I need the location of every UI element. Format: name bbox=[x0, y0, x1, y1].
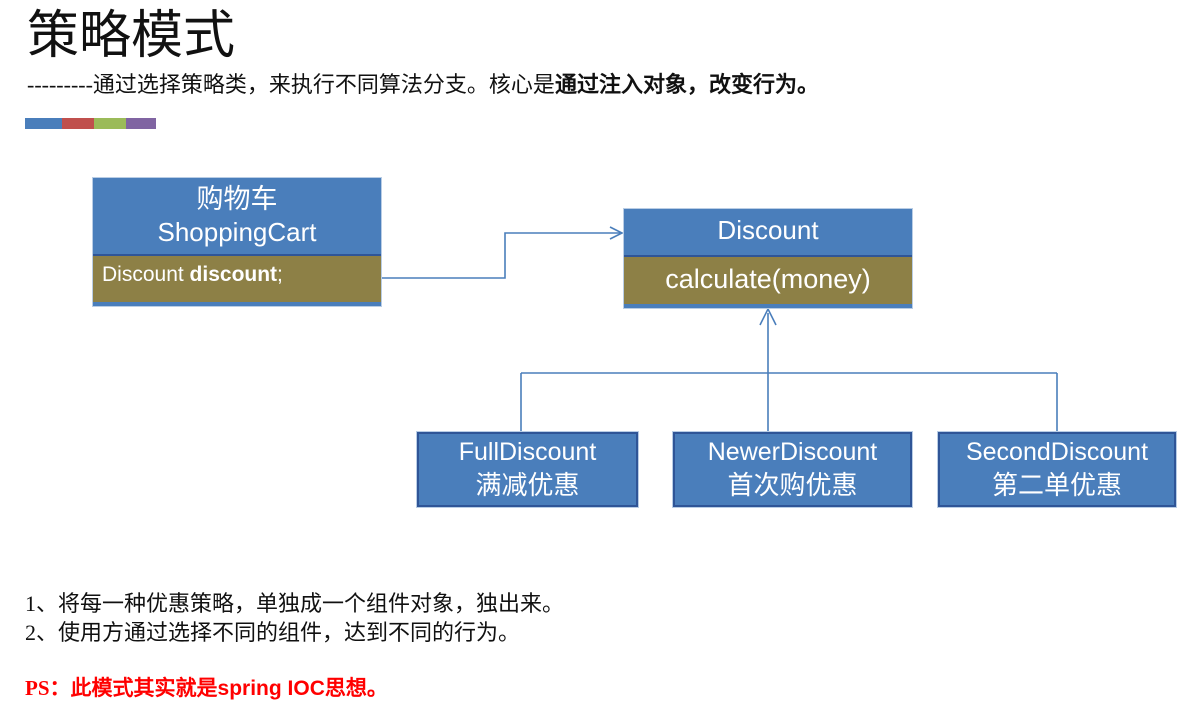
uml-box-newerdiscount[interactable]: NewerDiscount 首次购优惠 bbox=[673, 432, 912, 507]
note-ps-prefix: PS：此模式其实就是 bbox=[25, 676, 218, 700]
uml-box-shoppingcart-header: 购物车 ShoppingCart bbox=[93, 178, 381, 254]
accent-segment-green bbox=[94, 118, 126, 129]
uml-box-seconddiscount-title-cn: 第二单优惠 bbox=[991, 471, 1122, 500]
field-semicolon: ; bbox=[277, 263, 283, 286]
note-ps-suffix: 思想。 bbox=[324, 676, 388, 700]
uml-box-fulldiscount[interactable]: FullDiscount 满减优惠 bbox=[417, 432, 638, 507]
uml-box-discount[interactable]: Discount calculate(money) bbox=[624, 209, 912, 308]
accent-color-bar bbox=[25, 118, 156, 129]
uml-box-shoppingcart-field: Discount discount; bbox=[93, 254, 381, 302]
page-subtitle: ---------通过选择策略类，来执行不同算法分支。核心是通过注入对象，改变行… bbox=[27, 72, 819, 98]
accent-segment-red bbox=[61, 118, 95, 129]
note-ps: PS：此模式其实就是spring IOC思想。 bbox=[25, 675, 388, 702]
uml-box-shoppingcart[interactable]: 购物车 ShoppingCart Discount discount; bbox=[93, 178, 381, 306]
uml-box-fulldiscount-title-en: FullDiscount bbox=[458, 438, 597, 466]
note-line-1: 1、将每一种优惠策略，单独成一个组件对象，独出来。 bbox=[25, 591, 565, 616]
uml-box-fulldiscount-title-cn: 满减优惠 bbox=[475, 471, 580, 500]
uml-box-seconddiscount[interactable]: SecondDiscount 第二单优惠 bbox=[938, 432, 1176, 507]
uml-box-seconddiscount-title-en: SecondDiscount bbox=[965, 438, 1149, 466]
subtitle-prefix: ---------通过选择策略类，来执行不同算法分支。核心是 bbox=[27, 72, 555, 97]
uml-box-shoppingcart-title-en: ShoppingCart bbox=[157, 217, 317, 247]
accent-segment-purple bbox=[125, 118, 156, 129]
uml-box-newerdiscount-title-cn: 首次购优惠 bbox=[727, 471, 858, 500]
page-title: 策略模式 bbox=[27, 8, 236, 65]
note-line-2: 2、使用方通过选择不同的组件，达到不同的行为。 bbox=[25, 620, 521, 645]
uml-box-shoppingcart-title-cn: 购物车 bbox=[196, 184, 278, 214]
field-type: Discount bbox=[102, 263, 190, 286]
connector-inheritance-tree bbox=[520, 307, 1058, 431]
uml-box-discount-header: Discount bbox=[717, 215, 819, 245]
connector-cart-to-discount bbox=[381, 226, 624, 279]
accent-segment-blue bbox=[25, 118, 62, 129]
field-name: discount bbox=[189, 263, 278, 286]
subtitle-emphasis: 通过注入对象，改变行为。 bbox=[554, 72, 819, 97]
note-ps-emphasis: spring IOC bbox=[217, 677, 325, 700]
uml-box-newerdiscount-title-en: NewerDiscount bbox=[707, 438, 878, 466]
uml-box-discount-method: calculate(money) bbox=[624, 255, 912, 304]
